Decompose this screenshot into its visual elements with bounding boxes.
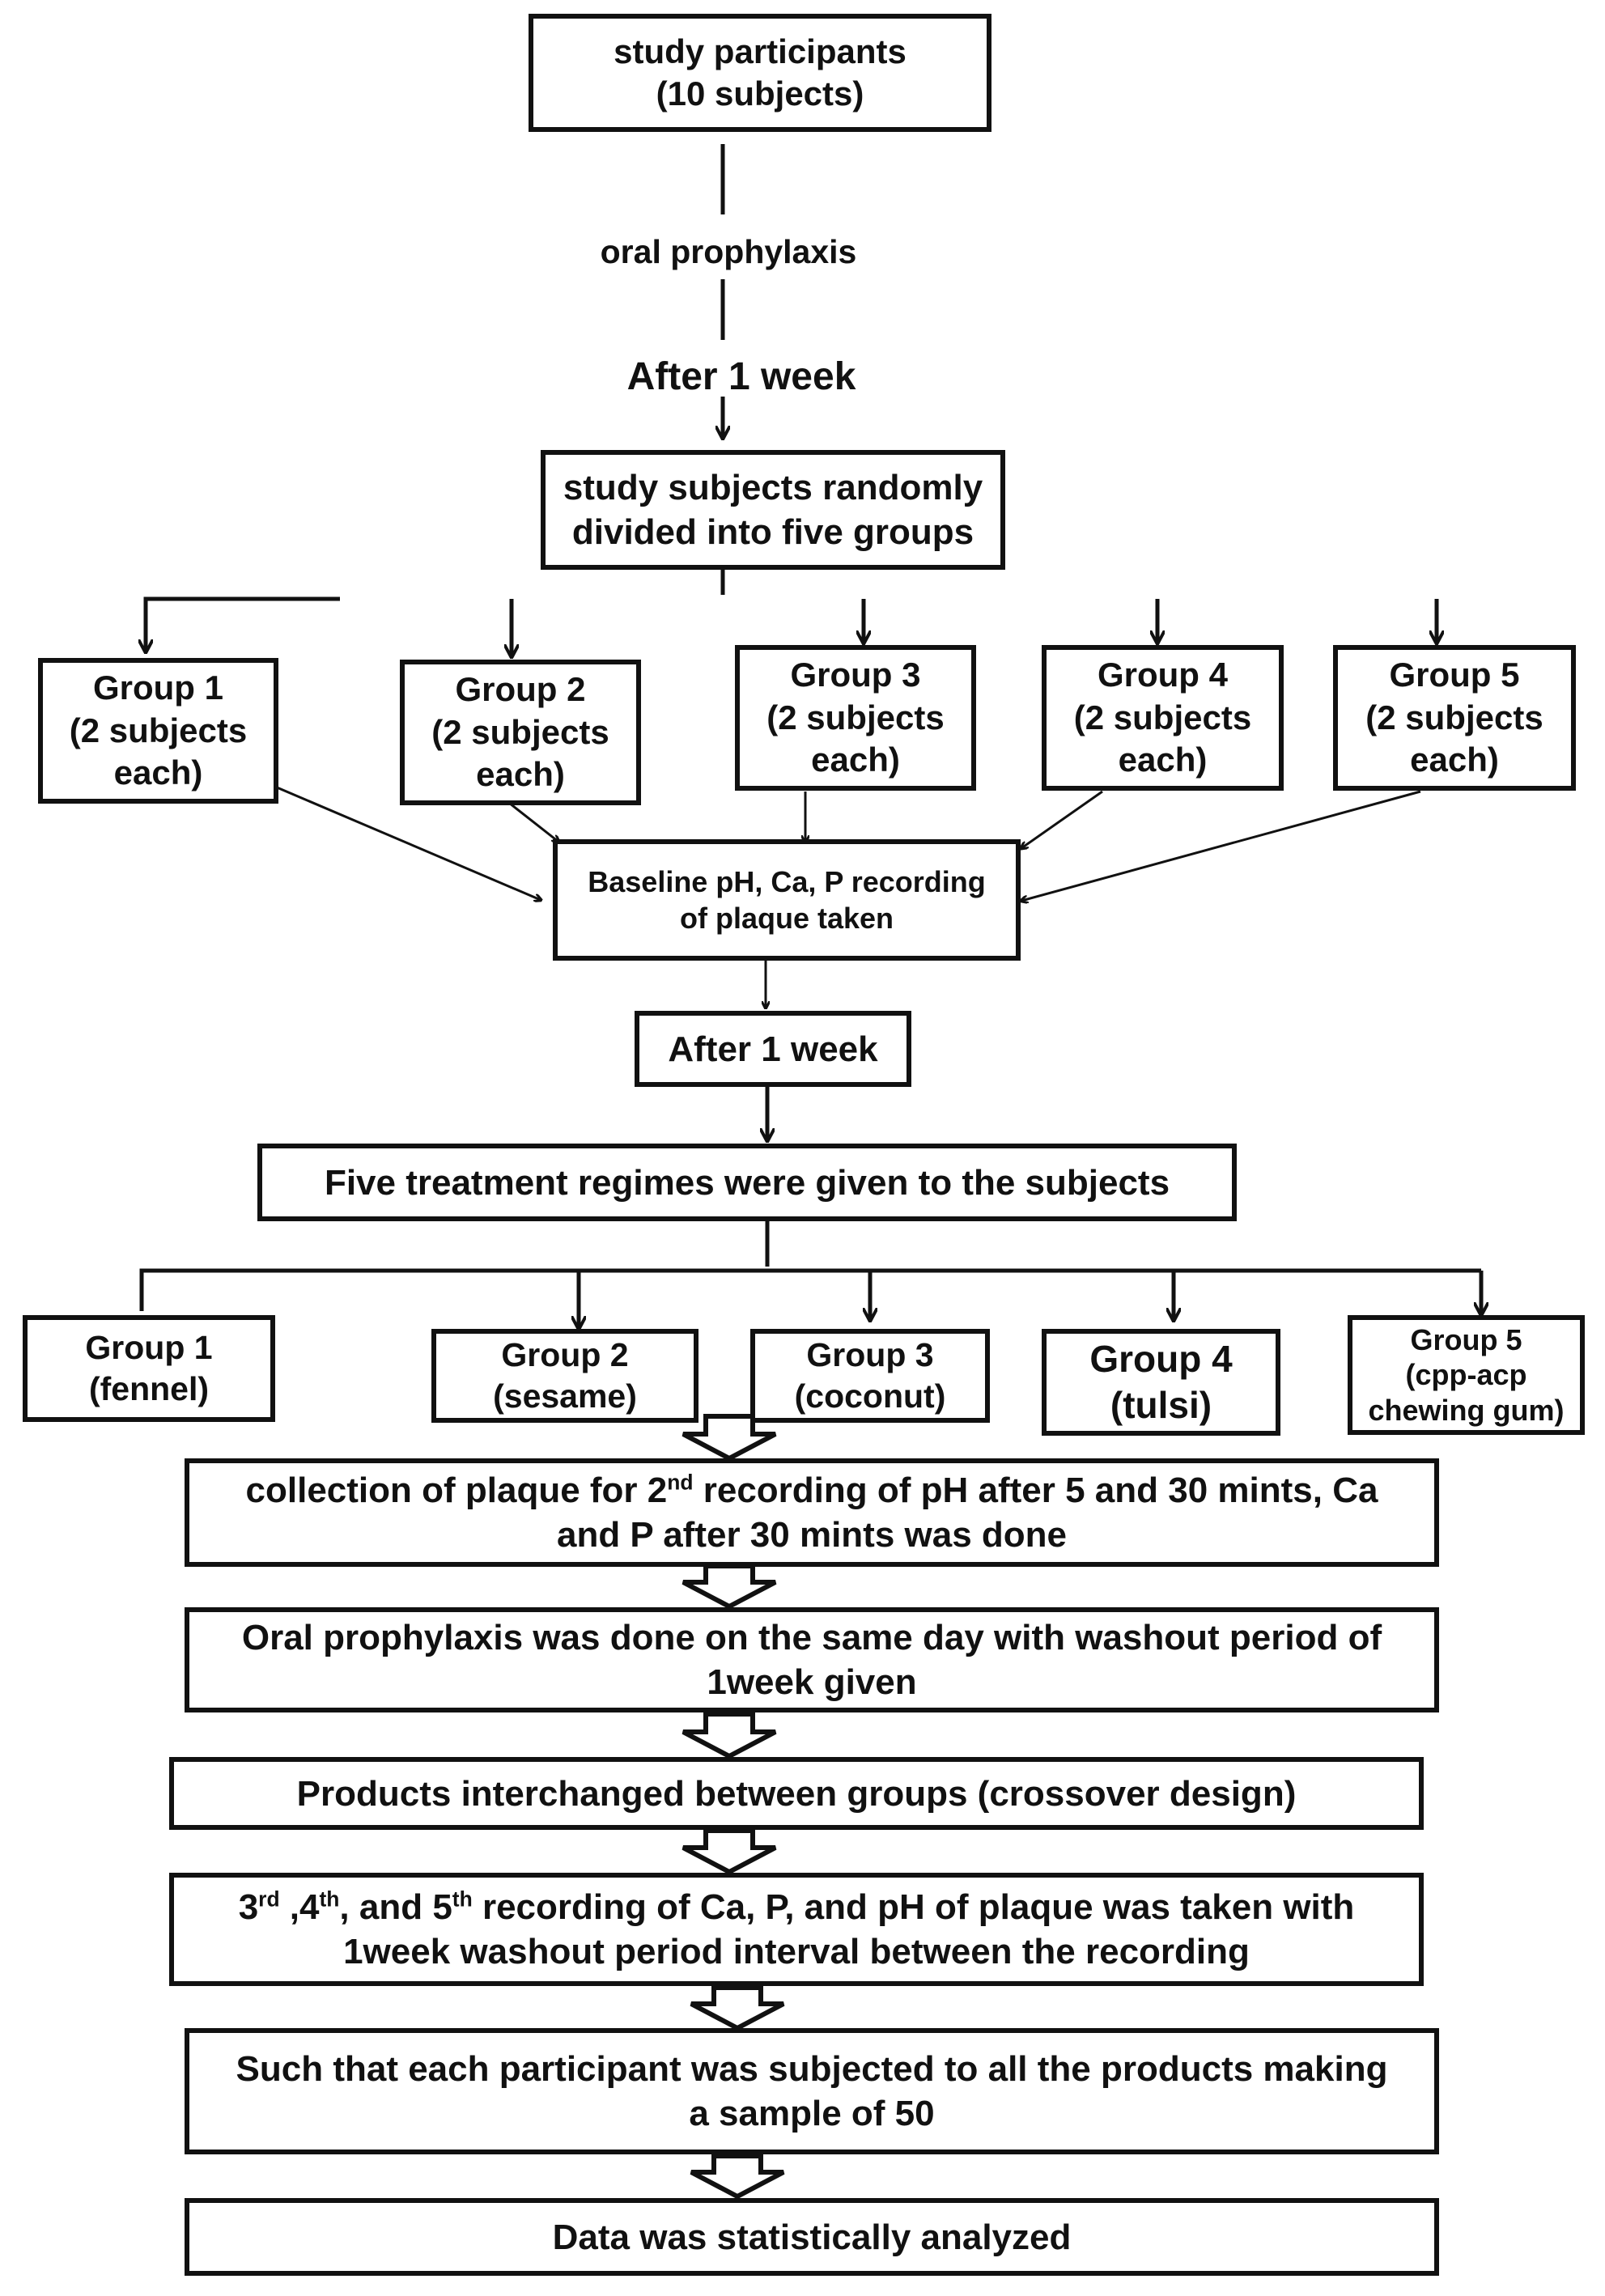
box-text: (2 subjects [431,712,609,751]
box-text: Group 5 [1410,1323,1522,1357]
group-2-box: Group 2 (2 subjects each) [400,660,641,805]
group-1-fennel-box: Group 1 (fennel) [23,1315,275,1422]
box-text: Group 2 [501,1335,629,1373]
box-text: (2 subjects [1365,698,1543,736]
box-text: Oral prophylaxis was done on the same da… [241,1618,1382,1657]
box-text: 1week given [707,1662,917,1702]
baseline-box: Baseline pH, Ca, P recording of plaque t… [553,839,1021,961]
box-text: Products interchanged between groups (cr… [296,1773,1297,1814]
box-text: Such that each participant was subjected… [236,2049,1388,2089]
randomize-box: study subjects randomly divided into fiv… [541,450,1005,570]
box-text: a sample of 50 [689,2094,935,2133]
group-5-cpp-acp-box: Group 5 (cpp-acp chewing gum) [1348,1315,1585,1435]
group-3-coconut-box: Group 3 (coconut) [750,1329,990,1423]
treatment-box: Five treatment regimes were given to the… [257,1144,1237,1221]
box-text: (fennel) [88,1370,210,1407]
box-text: each) [113,753,203,792]
box-text: (2 subjects [69,711,248,749]
after-1-week-box: After 1 week [635,1011,911,1087]
box-text: (cpp-acp [1405,1358,1527,1392]
box-text: Group 1 [85,1328,213,1366]
box-text: of plaque taken [679,902,894,935]
superscript: nd [667,1470,694,1495]
box-text: (coconut) [794,1377,946,1415]
block-arrow-4 [681,1828,777,1875]
box-text: each) [476,755,565,794]
text-part: 3 [238,1887,259,1927]
group-5-box: Group 5 (2 subjects each) [1333,645,1576,791]
superscript: rd [258,1886,280,1912]
group-2-sesame-box: Group 2 (sesame) [431,1329,698,1423]
group-3-box: Group 3 (2 subjects each) [735,645,976,791]
after-1-week-label: After 1 week [626,355,856,398]
box-text: Group 3 [790,656,921,694]
box-text: Group 4 [1097,656,1228,694]
box-text: Baseline pH, Ca, P recording [588,865,986,898]
box-text: chewing gum) [1368,1393,1565,1427]
box-text: (2 subjects [1073,698,1252,736]
crossover-box: Products interchanged between groups (cr… [169,1757,1424,1830]
final-box: Data was statistically analyzed [185,2198,1439,2276]
study-participants-box: study participants (10 subjects) [529,14,991,132]
arrow-g5-baseline [1021,790,1421,901]
box-text: each) [811,741,900,779]
box-text: Group 2 [455,670,586,709]
sample-box: Such that each participant was subjected… [185,2028,1439,2154]
box-text: 1week washout period interval between th… [343,1932,1250,1971]
recordings-box: 3rd ,4th, and 5th recording of Ca, P, an… [169,1873,1424,1986]
box-text: After 1 week [668,1029,878,1069]
block-arrow-5 [690,1985,785,2031]
box-text: 3rd ,4th, and 5th recording of Ca, P, an… [239,1885,1355,1929]
box-text: divided into five groups [571,512,974,552]
box-text: (10 subjects) [656,74,864,112]
superscript: th [319,1886,340,1912]
oral-prophylaxis-label: oral prophylaxis [600,233,857,270]
collection-box: collection of plaque for 2nd recording o… [185,1458,1439,1567]
block-arrow-2 [681,1564,777,1610]
split-line-groups-a [143,596,340,611]
text-part: , and 5 [339,1887,452,1927]
superscript: th [452,1886,473,1912]
box-text: Five treatment regimes were given to the… [324,1162,1170,1203]
box-text: Group 1 [92,668,223,707]
box-text: (sesame) [493,1377,637,1415]
text-part: recording of Ca, P, and pH of plaque was… [472,1887,1355,1927]
washout-box: Oral prophylaxis was done on the same da… [185,1607,1439,1712]
box-text: Group 3 [806,1335,934,1373]
box-text: each) [1118,741,1208,779]
box-text: Group 5 [1389,656,1520,694]
group-4-tulsi-box: Group 4 (tulsi) [1042,1329,1280,1436]
text-part: ,4 [279,1887,320,1927]
arrow-g1-baseline [242,771,541,900]
box-text: (tulsi) [1110,1384,1212,1426]
text-part: recording of pH after 5 and 30 mints, Ca [693,1471,1378,1510]
box-text: Group 4 [1089,1337,1233,1380]
group-1-box: Group 1 (2 subjects each) [38,658,278,804]
arrow-g4-baseline [1021,790,1103,848]
block-arrow-6 [690,2154,785,2200]
box-text: each) [1410,741,1499,779]
group-4-box: Group 4 (2 subjects each) [1042,645,1284,791]
box-text: (2 subjects [766,698,945,736]
box-text: study subjects randomly [563,468,983,507]
box-text: and P after 30 mints was done [556,1515,1068,1555]
box-text: collection of plaque for 2nd recording o… [246,1468,1378,1513]
box-text: Data was statistically analyzed [552,2217,1072,2257]
text-part: collection of plaque for 2 [245,1471,668,1510]
block-arrow-3 [681,1712,777,1759]
box-text: study participants [614,32,907,70]
